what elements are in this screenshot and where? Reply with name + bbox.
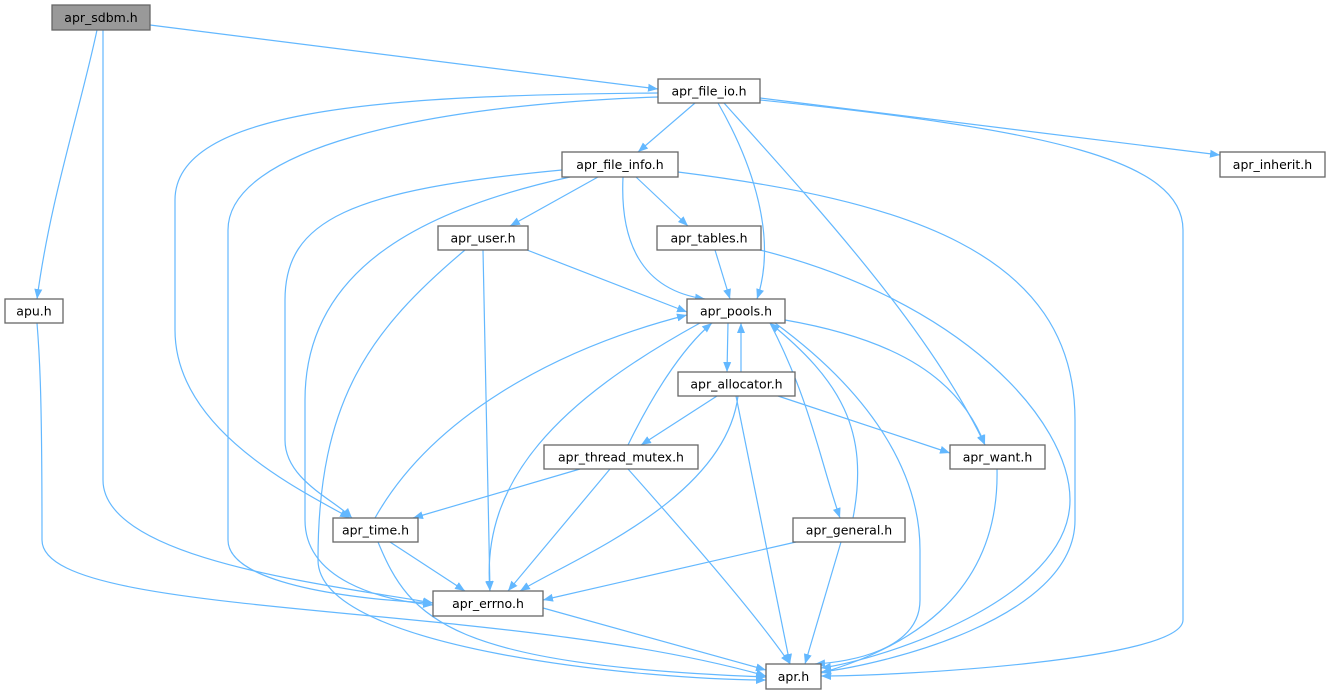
node-pools[interactable]: apr_pools.h (686, 298, 786, 324)
edge-general-to-errno (542, 541, 797, 602)
node-label: apr_file_io.h (671, 84, 746, 99)
node-label: apr.h (778, 669, 809, 684)
edge-sdbm-to-errno (102, 30, 434, 606)
edge-allocator-to-errno (519, 395, 739, 592)
node-user[interactable]: apr_user.h (437, 225, 529, 251)
edge-sdbm-to-file_io (149, 24, 659, 92)
node-label: apr_errno.h (452, 596, 524, 611)
edge-allocator-to-apr (735, 395, 792, 665)
node-apu[interactable]: apu.h (4, 298, 64, 324)
edge-file_info-to-tables (635, 176, 689, 227)
node-box (677, 371, 796, 397)
edge-tables-to-pools (714, 249, 731, 300)
node-label: apr_time.h (342, 523, 409, 538)
edge-general-to-apr (803, 541, 842, 665)
node-box (686, 298, 786, 324)
node-label: apu.h (16, 304, 51, 319)
edge-file_info-to-user (509, 176, 599, 227)
edge-allocator-to-thread_mutex (640, 395, 718, 446)
edge-time-to-pools (374, 313, 688, 519)
node-box (949, 444, 1046, 470)
edge-file_io-to-inherit (759, 97, 1221, 158)
node-box (4, 298, 64, 324)
edge-pools-to-errno (485, 322, 701, 592)
edge-file_info-to-pools (622, 176, 706, 302)
node-box (437, 225, 529, 251)
edge-file_io-to-time (174, 92, 659, 519)
node-want[interactable]: apr_want.h (949, 444, 1046, 470)
edge-user-to-apr (317, 249, 767, 684)
node-errno[interactable]: apr_errno.h (432, 590, 544, 617)
edge-thread_mutex-to-apr (627, 468, 791, 665)
edge-errno-to-apr (542, 607, 767, 672)
node-box (561, 151, 679, 178)
node-file-io[interactable]: apr_file_io.h (657, 78, 761, 104)
edge-apu-to-apr (36, 322, 767, 678)
edge-pools-to-apr (774, 322, 921, 668)
edge-thread_mutex-to-pools (627, 322, 713, 446)
node-tables[interactable]: apr_tables.h (656, 225, 762, 251)
node-label: apr_inherit.h (1233, 157, 1312, 172)
node-label: apr_general.h (806, 523, 892, 538)
edge-allocator-to-want (777, 395, 951, 454)
edge-file_io-to-pools (717, 102, 765, 300)
node-box (51, 4, 151, 31)
node-label: apr_allocator.h (690, 377, 782, 392)
edge-user-to-pools (526, 249, 688, 313)
node-box (1219, 151, 1326, 178)
edge-thread_mutex-to-errno (507, 468, 611, 592)
edge-file_io-to-apr (759, 99, 1184, 680)
edge-pools-to-general (769, 322, 841, 519)
edge-user-to-errno (482, 249, 494, 592)
node-label: apr_want.h (963, 450, 1033, 465)
node-box (657, 78, 761, 104)
edge-file_info-to-errno (304, 176, 571, 609)
node-allocator[interactable]: apr_allocator.h (677, 371, 796, 397)
node-label: apr_pools.h (700, 304, 772, 319)
edge-tables-to-apr (759, 249, 1071, 671)
edge-thread_mutex-to-time (412, 468, 581, 520)
edge-general-to-pools (769, 322, 859, 519)
node-label: apr_sdbm.h (64, 10, 137, 25)
edge-file_io-to-errno (227, 96, 659, 607)
edge-want-to-apr (820, 468, 998, 675)
node-label: apr_file_info.h (576, 157, 663, 172)
edge-pools-to-allocator (723, 322, 732, 373)
node-apr[interactable]: apr.h (765, 663, 822, 690)
node-box (543, 444, 699, 470)
edge-file_info-to-apr (677, 171, 1076, 675)
node-sdbm[interactable]: apr_sdbm.h (51, 4, 151, 31)
node-box (432, 590, 544, 617)
edge-time-to-errno (389, 541, 466, 592)
node-label: apr_thread_mutex.h (558, 450, 684, 465)
node-file-info[interactable]: apr_file_info.h (561, 151, 679, 178)
node-time[interactable]: apr_time.h (332, 517, 419, 543)
node-inherit[interactable]: apr_inherit.h (1219, 151, 1326, 178)
node-general[interactable]: apr_general.h (792, 517, 906, 543)
edge-file_io-to-file_info (637, 102, 696, 153)
edge-file_info-to-time (284, 169, 563, 519)
node-box (656, 225, 762, 251)
node-label: apr_tables.h (670, 231, 747, 246)
edge-sdbm-to-apu (34, 29, 98, 300)
node-box (765, 663, 822, 690)
edge-pools-to-want (784, 319, 986, 446)
node-box (332, 517, 419, 543)
node-thread-mutex[interactable]: apr_thread_mutex.h (543, 444, 699, 470)
node-label: apr_user.h (451, 231, 516, 246)
edge-time-to-apr (377, 541, 767, 681)
edge-file_io-to-want (723, 102, 986, 446)
node-box (792, 517, 906, 543)
